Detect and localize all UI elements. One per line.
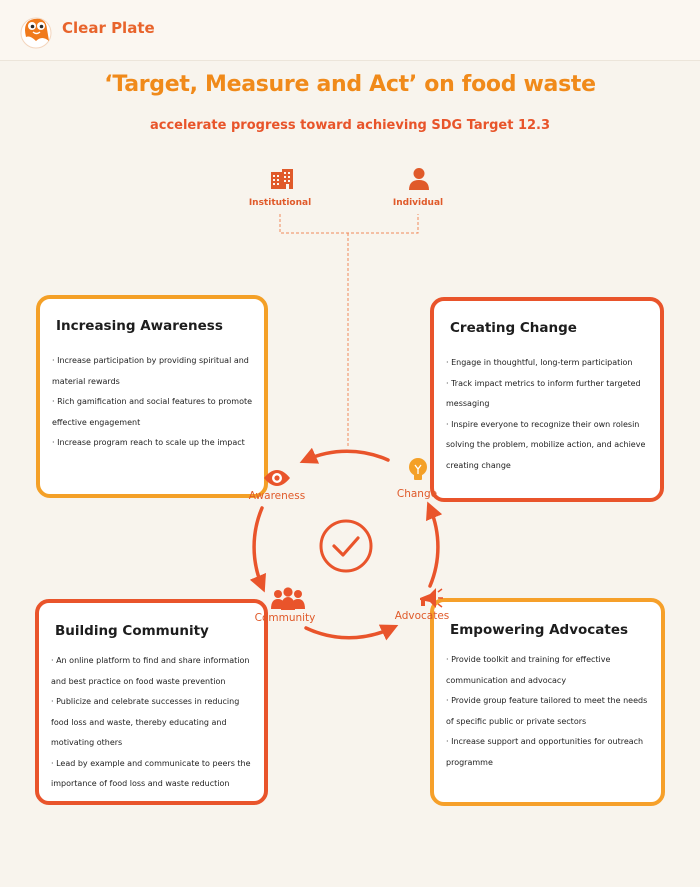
check-mark-icon [332, 536, 360, 557]
actor-connector-lines [279, 214, 419, 448]
institutional-label: Institutional [248, 198, 312, 208]
point-line: food loss and waste, thereby educating a… [51, 717, 227, 727]
person-icon [409, 168, 429, 190]
page-subtitle: accelerate progress toward achieving SDG… [149, 118, 551, 133]
card-points: · Engage in thoughtful, long-term partic… [446, 353, 650, 476]
point-line: importance of food loss and waste reduct… [51, 779, 230, 788]
building-icon [271, 169, 293, 189]
card-points: · An online platform to find and share i… [51, 651, 254, 795]
card-points: · Provide toolkit and training for effec… [446, 650, 651, 773]
building-community-card: Building Community · An online platform … [35, 599, 268, 805]
point-line: effective engagement [52, 417, 141, 427]
arc-advocates-to-change [426, 501, 443, 588]
card-title: Creating Change [450, 320, 577, 336]
app-header: Clear Plate [0, 0, 700, 61]
clear-plate-logo-icon [20, 17, 52, 49]
empowering-advocates-card: Empowering Advocates · Provide toolkit a… [430, 598, 665, 806]
point-line: · Inspire everyone to recognize their ow… [446, 419, 640, 429]
point-line: communication and advocacy [446, 675, 567, 685]
card-points: · Increase participation by providing sp… [52, 351, 254, 454]
lightbulb-icon [409, 458, 427, 480]
point-line: and best practice on food waste preventi… [51, 676, 226, 686]
arc-community-to-advocates [304, 624, 399, 641]
point-line: · Increase support and opportunities for… [446, 737, 644, 746]
center-check-circle [319, 519, 373, 573]
point-line: motivating others [51, 738, 123, 747]
individual-label: Individual [392, 198, 444, 208]
point-line: · Engage in thoughtful, long-term partic… [446, 358, 633, 367]
point-line: · Track impact metrics to inform further… [446, 378, 641, 388]
advocates-node-label: Advocates [394, 610, 450, 622]
increasing-awareness-card: Increasing Awareness · Increase particip… [36, 295, 268, 498]
point-line: of specific public or private sectors [446, 716, 587, 726]
point-line: · Increase participation by providing sp… [52, 356, 249, 365]
point-line: solving the problem, mobilize action, an… [446, 440, 646, 449]
creating-change-card: Creating Change · Engage in thoughtful, … [430, 297, 664, 502]
arc-awareness-to-community [249, 506, 266, 593]
card-title: Empowering Advocates [450, 622, 629, 638]
point-line: · Rich gamification and social features … [52, 397, 253, 406]
people-icon [271, 587, 305, 610]
point-line: · Lead by example and communicate to pee… [51, 758, 251, 768]
brand-name[interactable]: Clear Plate [62, 19, 155, 37]
point-line: messaging [446, 399, 490, 408]
point-line: · Increase program reach to scale up the… [52, 438, 245, 447]
community-node-label: Community [254, 612, 316, 624]
point-line: · Provide toolkit and training for effec… [446, 655, 611, 664]
point-line: · Provide group feature tailored to meet… [446, 696, 648, 705]
point-line: · An online platform to find and share i… [51, 656, 250, 665]
arc-change-to-awareness [299, 447, 390, 464]
card-title: Building Community [55, 623, 209, 639]
card-title: Increasing Awareness [56, 318, 223, 334]
page-title: ‘Target, Measure and Act’ on food waste [104, 72, 596, 97]
point-line: material rewards [52, 376, 120, 386]
point-line: programme [446, 757, 493, 767]
change-node-label: Change [396, 488, 438, 500]
point-line: · Publicize and celebrate successes in r… [51, 697, 240, 706]
awareness-node-label: Awareness [248, 490, 306, 502]
point-line: creating change [446, 460, 511, 470]
